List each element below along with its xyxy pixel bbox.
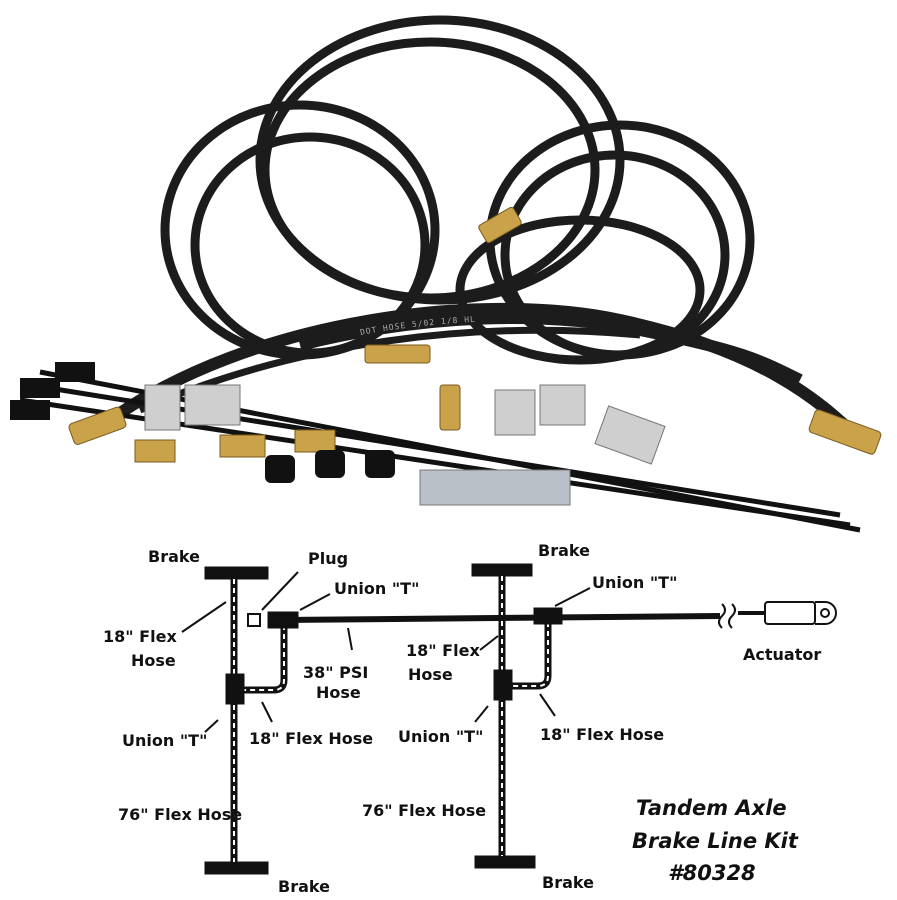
label-union-t: Union "T" [592,573,677,592]
leader-lines [181,571,591,733]
label-18-flex-hose: 18" Flex [103,627,177,646]
label-38-psi-hose: 38" PSI [303,663,368,682]
diagram-lines [181,563,837,875]
union-t-fitting [493,669,513,701]
union-t-fitting [267,611,299,629]
label-union-t: Union "T" [398,727,483,746]
label-brake: Brake [538,541,590,560]
label-brake: Brake [278,877,330,896]
label-76-flex-hose: 76" Flex Hose [362,801,486,820]
steel-brackets [144,384,666,506]
diagram-labels: Brake Plug Union "T" 18" Flex Hose 38" P… [103,541,821,896]
label-18-flex-hose: 18" Flex Hose [249,729,373,748]
union-t-fitting [225,673,245,705]
label-plug: Plug [308,549,348,568]
kit-number: #80328 [668,861,756,885]
brake-bar-top-left [204,566,269,580]
kit-title: Brake Line Kit [632,829,799,853]
brake-bar-bottom-left [204,861,269,875]
label-18-flex-hose: 18" Flex [406,641,480,660]
kit-title: Tandem Axle [636,796,787,820]
label-18-flex-hose: Hose [131,651,176,670]
plug-fitting [247,613,261,627]
brake-bar-top-right [471,563,533,577]
label-18-flex-hose: Hose [408,665,453,684]
actuator-shape [764,601,816,625]
label-union-t: Union "T" [122,731,207,750]
clamps [10,362,395,483]
bend-hose-right [508,622,552,690]
label-76-flex-hose: 76" Flex Hose [118,805,242,824]
psi-hose [279,613,721,623]
bend-hose-left [240,625,288,694]
label-brake: Brake [542,873,594,892]
union-t-fitting [533,607,563,625]
label-actuator: Actuator [743,645,821,664]
label-union-t: Union "T" [334,579,419,598]
label-brake: Brake [148,547,200,566]
label-38-psi-hose: Hose [316,683,361,702]
brake-bar-bottom-right [474,855,536,869]
brass-fittings [68,206,882,463]
label-18-flex-hose: 18" Flex Hose [540,725,664,744]
